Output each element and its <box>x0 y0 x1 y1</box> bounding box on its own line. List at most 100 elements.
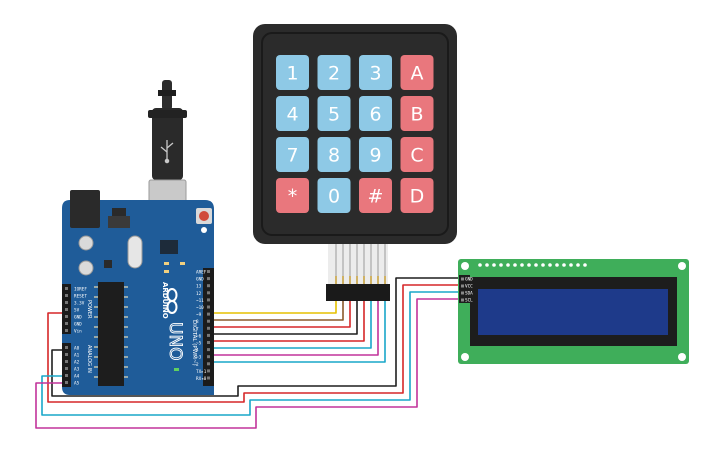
keypad-key-0[interactable]: 0 <box>317 178 351 213</box>
keypad-key-label: 5 <box>328 104 340 126</box>
analog-pin-label: A2 <box>74 360 80 366</box>
usb-cable <box>148 80 187 217</box>
digital-pin-hole[interactable] <box>207 312 210 316</box>
wire-keypad-7 <box>214 300 379 356</box>
digital-pin-hole[interactable] <box>207 348 210 352</box>
keypad-key-#[interactable]: # <box>359 178 392 213</box>
keypad-key-4[interactable]: 4 <box>276 96 309 131</box>
digital-pin-hole[interactable] <box>207 291 210 295</box>
digital-pin-hole[interactable] <box>207 369 210 373</box>
digital-pin-label: ~5 <box>196 341 202 347</box>
digital-pin-hole[interactable] <box>207 319 210 323</box>
arduino-logo <box>166 288 178 314</box>
lcd-top-pad <box>520 263 524 267</box>
power-pin-hole[interactable] <box>65 308 68 311</box>
keypad-key-3[interactable]: 3 <box>359 55 392 90</box>
digital-pin-hole[interactable] <box>207 305 210 309</box>
digital-pin-hole[interactable] <box>207 270 210 273</box>
keypad-key-label: 8 <box>328 145 340 167</box>
analog-pin-label: A4 <box>74 374 80 380</box>
keypad-key-label: 7 <box>286 145 298 167</box>
analog-pin-hole[interactable] <box>65 367 68 370</box>
power-pin-label: IOREF <box>74 287 87 293</box>
keypad-key-6[interactable]: 6 <box>359 96 392 131</box>
digital-pin-label: 8 <box>196 319 199 325</box>
digital-pin-label: ~10 <box>196 305 204 311</box>
analog-header-label: ANALOG IN <box>86 345 92 373</box>
keypad-key-*[interactable]: * <box>276 178 309 213</box>
lcd-top-pad <box>562 263 566 267</box>
power-pin-hole[interactable] <box>65 301 68 304</box>
power-pin-hole[interactable] <box>65 322 68 325</box>
digital-pin-hole[interactable] <box>207 376 210 380</box>
wire-keypad-2 <box>214 300 344 321</box>
analog-pin-hole[interactable] <box>65 346 68 349</box>
analog-pin-hole[interactable] <box>65 381 68 384</box>
power-pin-hole[interactable] <box>65 287 68 290</box>
lcd-pin-label: SDA <box>465 291 473 297</box>
lcd-pin-hole[interactable] <box>461 291 464 295</box>
indicator-leds <box>164 262 185 371</box>
analog-pin-hole[interactable] <box>65 353 68 356</box>
microcontroller-chip <box>98 282 124 386</box>
wire-keypad-5 <box>214 300 365 342</box>
digital-pin-label: ~9 <box>196 312 202 318</box>
keypad-key-label: 9 <box>369 145 381 167</box>
lcd-top-pad <box>541 263 545 267</box>
dc-jack <box>70 190 100 228</box>
digital-pin-label: 2 <box>196 362 199 368</box>
digital-pin-label: 12 <box>196 291 202 297</box>
keypad-key-D[interactable]: D <box>400 178 434 213</box>
digital-pin-hole[interactable] <box>207 341 210 344</box>
lcd-pin-label: GND <box>465 277 473 283</box>
power-header-label: POWER <box>86 300 92 319</box>
lcd-top-pad <box>569 263 573 267</box>
lcd-top-pad <box>513 263 517 267</box>
power-pin-label: Vin <box>74 329 82 335</box>
lcd-top-pad <box>534 263 538 267</box>
keypad-key-7[interactable]: 7 <box>276 137 309 172</box>
analog-pin-label: A0 <box>74 346 80 352</box>
lcd-top-pad <box>527 263 531 267</box>
power-pin-hole[interactable] <box>65 315 68 318</box>
digital-pin-hole[interactable] <box>207 362 210 366</box>
keypad-key-label: A <box>411 63 424 85</box>
keypad-key-label: 3 <box>369 63 381 85</box>
keypad-key-A[interactable]: A <box>400 55 434 90</box>
digital-pin-label: ~3 <box>196 355 202 361</box>
lcd-top-pins <box>478 263 587 267</box>
digital-pin-hole[interactable] <box>207 326 210 330</box>
keypad-key-2[interactable]: 2 <box>317 55 351 90</box>
power-pin-hole[interactable] <box>65 329 68 332</box>
power-pin-hole[interactable] <box>65 294 68 297</box>
digital-pin-label: 13 <box>196 284 202 290</box>
power-pin-label: GND <box>74 322 82 328</box>
digital-pin-hole[interactable] <box>207 333 210 337</box>
keypad-key-9[interactable]: 9 <box>359 137 392 172</box>
analog-pin-label: A3 <box>74 367 80 373</box>
keypad-key-1[interactable]: 1 <box>276 55 309 90</box>
keypad-key-B[interactable]: B <box>400 96 434 131</box>
lcd-top-pad <box>576 263 580 267</box>
lcd-pin-hole[interactable] <box>461 284 464 288</box>
keypad-key-5[interactable]: 5 <box>317 96 351 131</box>
lcd-pin-hole[interactable] <box>461 298 464 302</box>
analog-pin-hole[interactable] <box>65 374 68 377</box>
lcd-top-pad <box>478 263 482 267</box>
keypad-key-label: 4 <box>286 104 298 126</box>
digital-pin-hole[interactable] <box>207 355 210 359</box>
digital-pin-hole[interactable] <box>207 298 210 302</box>
digital-pin-hole[interactable] <box>207 284 210 288</box>
keypad-key-C[interactable]: C <box>400 137 434 172</box>
keypad-key-8[interactable]: 8 <box>317 137 351 172</box>
lcd-pin-hole[interactable] <box>461 277 464 281</box>
lcd-top-pad <box>485 263 489 267</box>
analog-pin-hole[interactable] <box>65 360 68 363</box>
digital-pin-hole[interactable] <box>207 277 210 281</box>
keypad-connector <box>326 284 390 301</box>
